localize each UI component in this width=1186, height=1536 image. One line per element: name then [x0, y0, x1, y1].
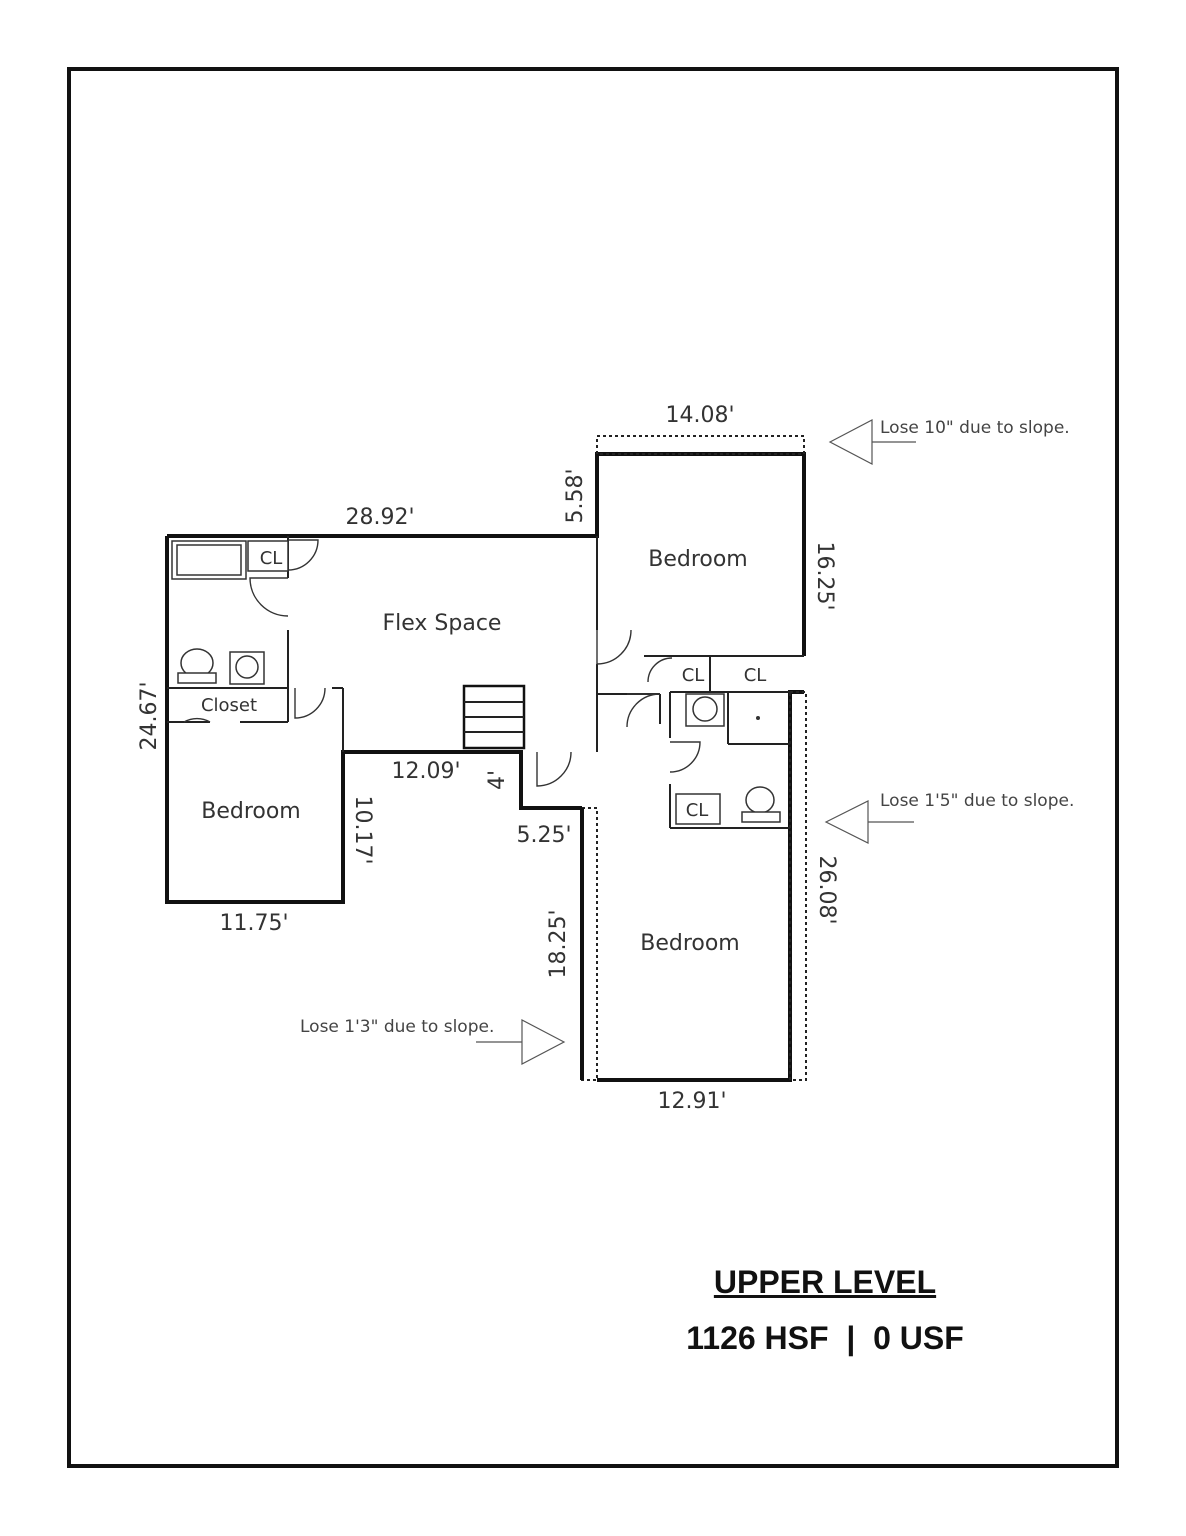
dim-step-4: 4' — [485, 770, 510, 790]
toilet-tank-icon — [177, 672, 217, 684]
room-bedroom-upper-right: Bedroom — [648, 547, 748, 572]
room-bedroom-lower-right: Bedroom — [640, 931, 740, 956]
dim-step-up: 5.58' — [563, 468, 588, 523]
dim-lower-left: 18.25' — [546, 909, 571, 978]
slope-band-top — [596, 435, 805, 455]
toilet-tank-icon-2 — [741, 811, 781, 823]
room-cl-1: CL — [260, 548, 283, 569]
shower-drain-icon — [756, 716, 760, 720]
closet-box-icon — [247, 540, 289, 572]
slope-band-right — [789, 691, 807, 1081]
room-bedroom-left: Bedroom — [201, 799, 301, 824]
doors — [183, 539, 701, 787]
dim-top-right: 14.08' — [665, 403, 734, 428]
sink-bowl-icon-2 — [692, 696, 718, 722]
closet-box-icon-2 — [675, 793, 721, 825]
walls — [165, 435, 807, 1082]
dim-top-left: 28.92' — [345, 505, 414, 530]
note-middle: Lose 1'5" due to slope. — [880, 791, 1074, 811]
bathtub-inner-icon — [176, 544, 242, 576]
dim-right-lower: 26.08' — [814, 855, 839, 924]
dim-left-side: 24.67' — [137, 681, 162, 750]
dim-step-5: 5.25' — [516, 823, 571, 848]
area-summary: 1126 HSF | 0 USF — [686, 1320, 964, 1356]
note-bottom: Lose 1'3" due to slope. — [300, 1017, 494, 1037]
room-cl-4: CL — [686, 800, 709, 821]
room-cl-3: CL — [744, 665, 767, 686]
sink-bowl-icon — [235, 655, 259, 679]
toilet-icon-2 — [745, 786, 775, 814]
slope-arrow-bottom — [476, 1019, 566, 1065]
level-title: UPPER LEVEL — [713, 1264, 937, 1300]
room-closet: Closet — [201, 695, 257, 716]
slope-arrow-top — [828, 419, 916, 465]
dim-middle-bottom: 12.09' — [391, 759, 460, 784]
room-flex-space: Flex Space — [383, 611, 502, 636]
slope-arrow-middle — [824, 800, 914, 844]
note-top: Lose 10" due to slope. — [880, 418, 1070, 438]
slope-band-left — [581, 807, 598, 1081]
fixtures — [171, 540, 781, 825]
dim-bottom-right: 12.91' — [657, 1089, 726, 1114]
dim-left-bedroom-right: 10.17' — [350, 795, 375, 864]
page-border — [67, 67, 1119, 1468]
dim-left-bottom: 11.75' — [219, 911, 288, 936]
stairs-icon — [462, 684, 526, 750]
room-cl-2: CL — [682, 665, 705, 686]
dim-right-upper: 16.25' — [812, 541, 837, 610]
